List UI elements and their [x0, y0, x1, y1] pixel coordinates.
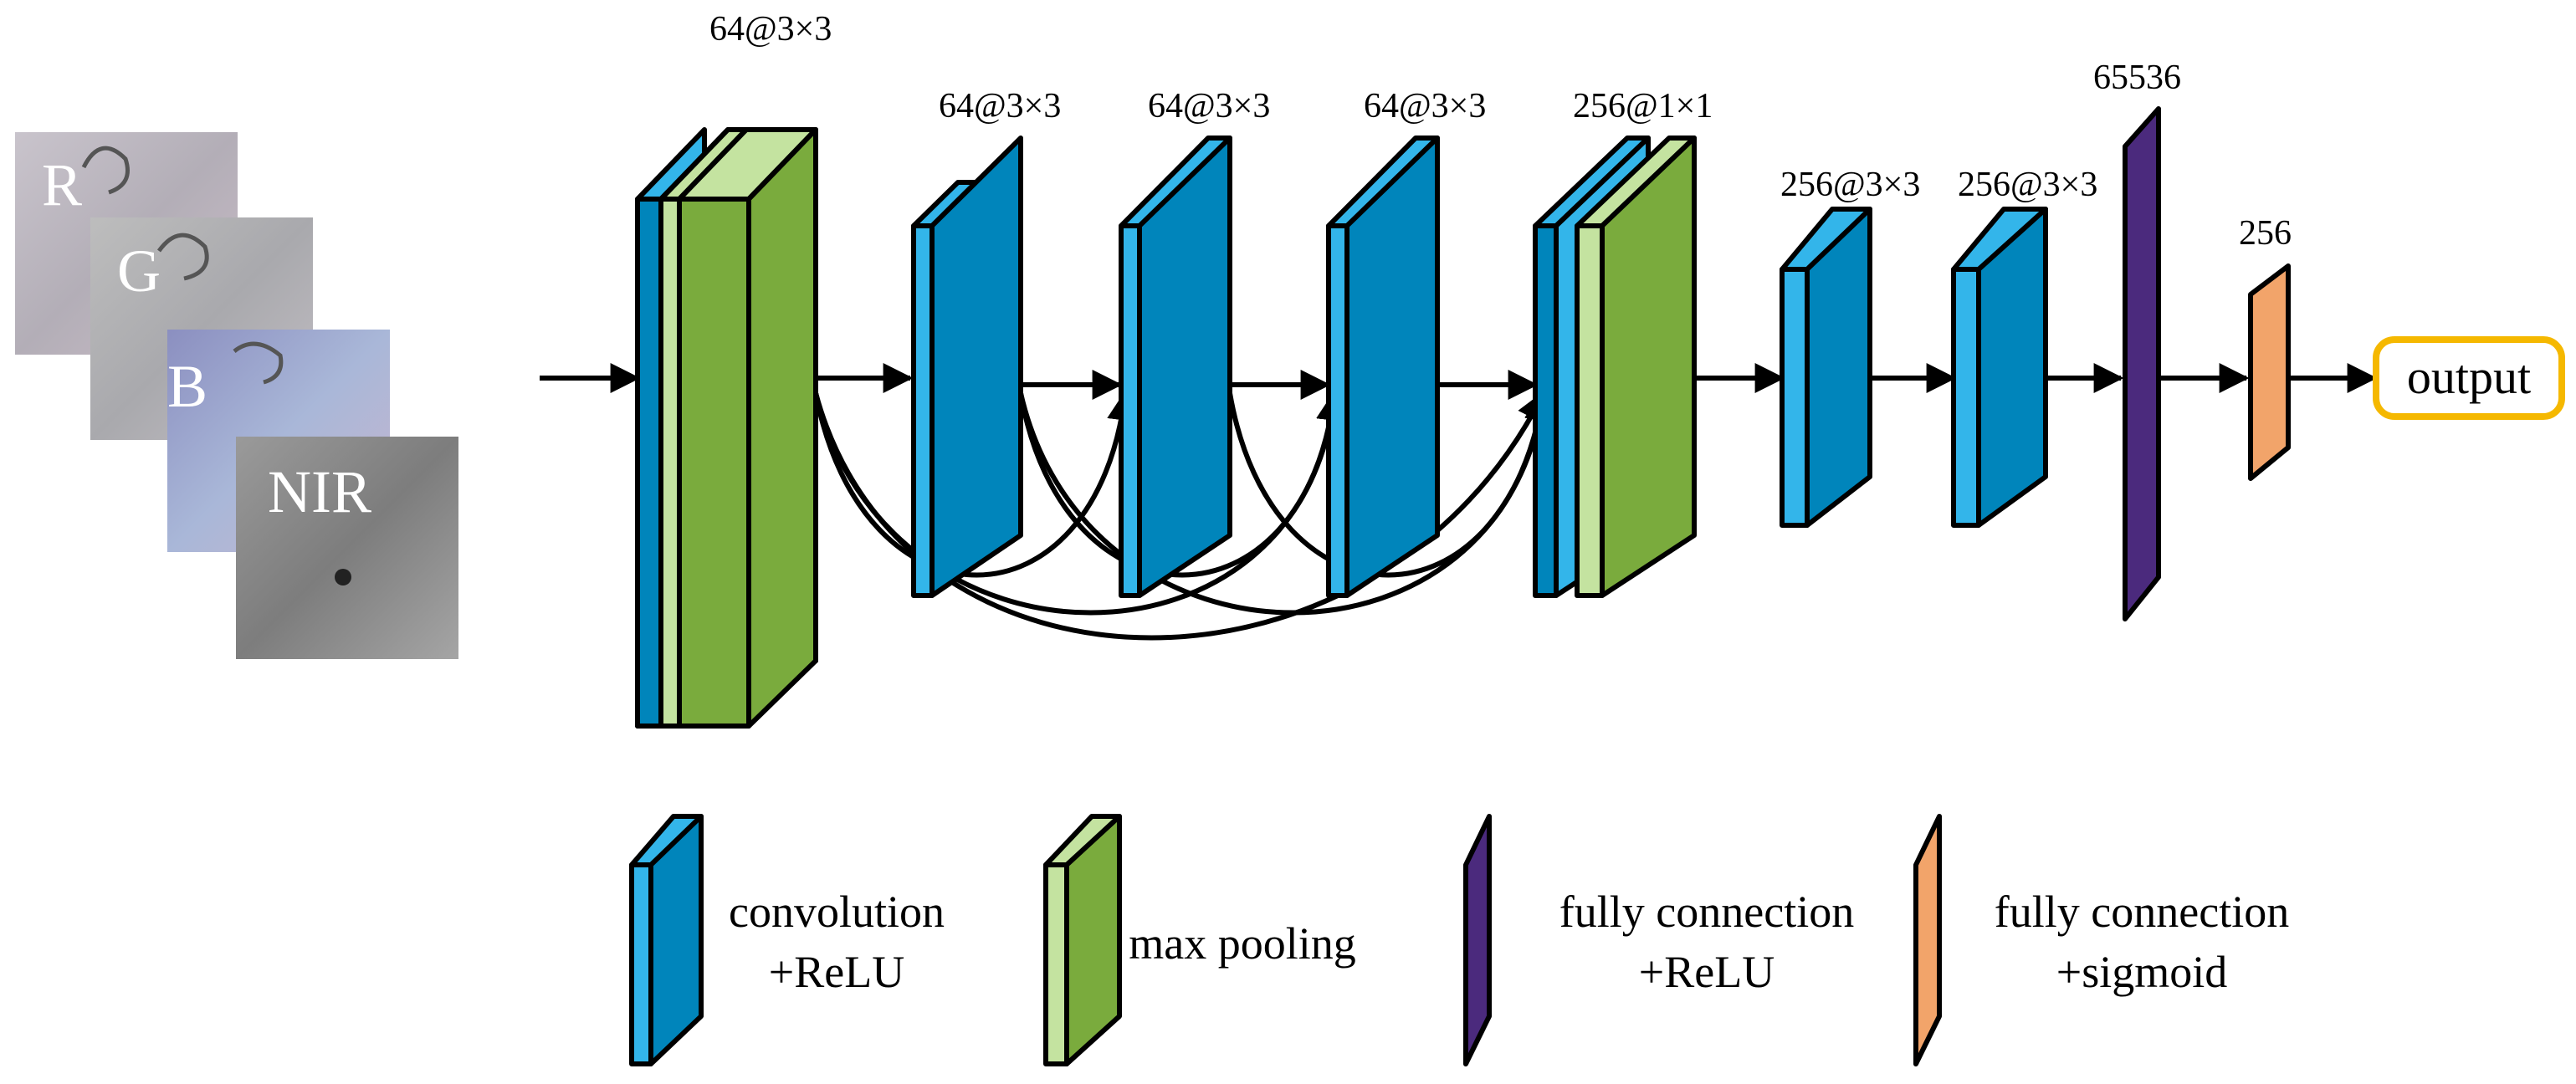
legend-conv-line2: +ReLU: [769, 947, 904, 997]
conv6-label: 256@3×3: [1780, 166, 1920, 204]
layer-conv7: [1951, 207, 2048, 528]
legend-fc-sigmoid-swatch: [1913, 814, 1942, 1066]
legend-pool-swatch: [1043, 814, 1122, 1066]
layer-fc1: [2123, 106, 2161, 621]
legend-pool-label: max pooling: [1129, 918, 1355, 969]
skip-pool1-to-conv5: [813, 390, 1546, 641]
layer-conv4: [1326, 136, 1440, 598]
conv1-label: 64@3×3: [709, 10, 832, 49]
input-image-nir: NIR: [236, 437, 458, 659]
layer-conv6: [1780, 207, 1872, 528]
layer-conv5-pool2: [1533, 136, 1697, 598]
legend-conv-line1: convolution: [729, 887, 945, 937]
channel-label-r: R: [42, 151, 82, 218]
layer-conv2: [911, 136, 1023, 598]
legend-fc-sigmoid-line2: +sigmoid: [2056, 947, 2227, 997]
channel-label-b: B: [167, 353, 207, 420]
layer-conv1-pool1: [635, 127, 818, 729]
conv3-label: 64@3×3: [1148, 87, 1270, 125]
channel-label-g: G: [117, 238, 161, 304]
layer-fc2: [2248, 263, 2291, 481]
skip-pool1-to-conv3: [813, 390, 1137, 578]
skip-conv3-to-conv5: [1227, 390, 1554, 578]
output-label: output: [2407, 350, 2531, 404]
legend-fc-relu-swatch: [1463, 814, 1492, 1066]
conv5-label: 256@1×1: [1573, 87, 1713, 125]
legend: convolution +ReLU max pooling fully conn…: [629, 814, 2289, 1066]
skip-pool1-to-conv4: [813, 390, 1347, 616]
output-node: output: [2373, 336, 2565, 420]
conv2-label: 64@3×3: [939, 87, 1061, 125]
legend-fc-relu-line1: fully connection: [1559, 887, 1854, 937]
fc2-label: 256: [2239, 214, 2292, 253]
legend-conv-swatch: [629, 814, 704, 1066]
legend-fc-relu-line2: +ReLU: [1639, 947, 1775, 997]
forward-arrows: [540, 363, 2378, 400]
fc1-label: 65536: [2093, 59, 2181, 97]
skip-conv2-to-conv4: [1018, 390, 1346, 578]
channel-label-nir: NIR: [268, 458, 371, 525]
layer-conv3: [1119, 136, 1232, 598]
input-image-stack: R G B NIR: [15, 132, 458, 659]
conv7-label: 256@3×3: [1958, 166, 2097, 204]
legend-fc-sigmoid-line1: fully connection: [1995, 887, 2289, 937]
dense-skip-connections: [813, 390, 1555, 641]
conv4-label: 64@3×3: [1364, 87, 1486, 125]
